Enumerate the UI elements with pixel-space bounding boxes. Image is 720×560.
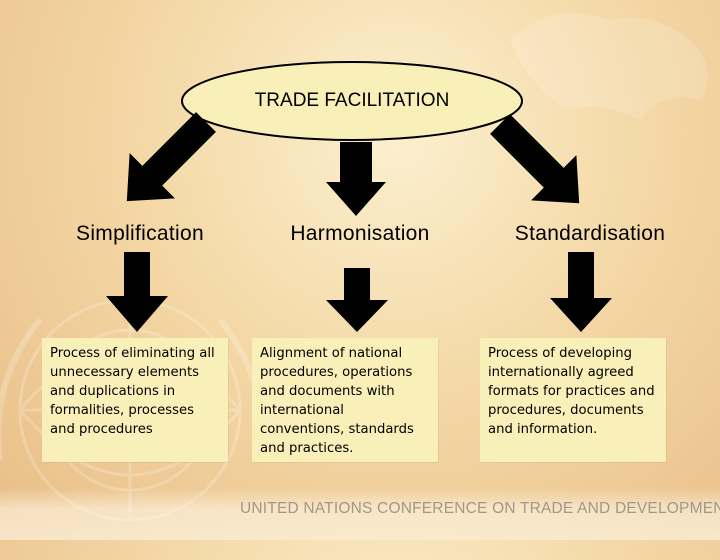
title-oval-shape xyxy=(181,61,523,141)
description-harmonisation: Alignment of national procedures, operat… xyxy=(252,338,438,462)
arrow-to-simplification xyxy=(126,112,216,202)
description-simplification: Process of eliminating all unnecessary e… xyxy=(42,338,228,462)
organization-footer: UNITED NATIONS CONFERENCE ON TRADE AND D… xyxy=(240,500,720,517)
arrow-harmonisation-to-box xyxy=(326,268,388,332)
heading-standardisation: Standardisation xyxy=(514,222,666,245)
arrow-simplification-to-box xyxy=(106,252,168,332)
description-standardisation: Process of developing internationally ag… xyxy=(480,338,666,462)
heading-harmonisation: Harmonisation xyxy=(290,222,430,245)
footer-band xyxy=(0,488,720,540)
arrow-standardisation-to-box xyxy=(550,252,612,332)
diagram-connectors xyxy=(106,61,612,332)
diagram-title: TRADE FACILITATION xyxy=(254,90,450,111)
heading-simplification: Simplification xyxy=(76,222,204,245)
arrow-to-standardisation xyxy=(490,114,580,204)
arrow-to-harmonisation xyxy=(326,142,386,216)
slide: TRADE FACILITATION Simplification Harmon… xyxy=(0,13,720,540)
map-watermark xyxy=(510,13,708,121)
